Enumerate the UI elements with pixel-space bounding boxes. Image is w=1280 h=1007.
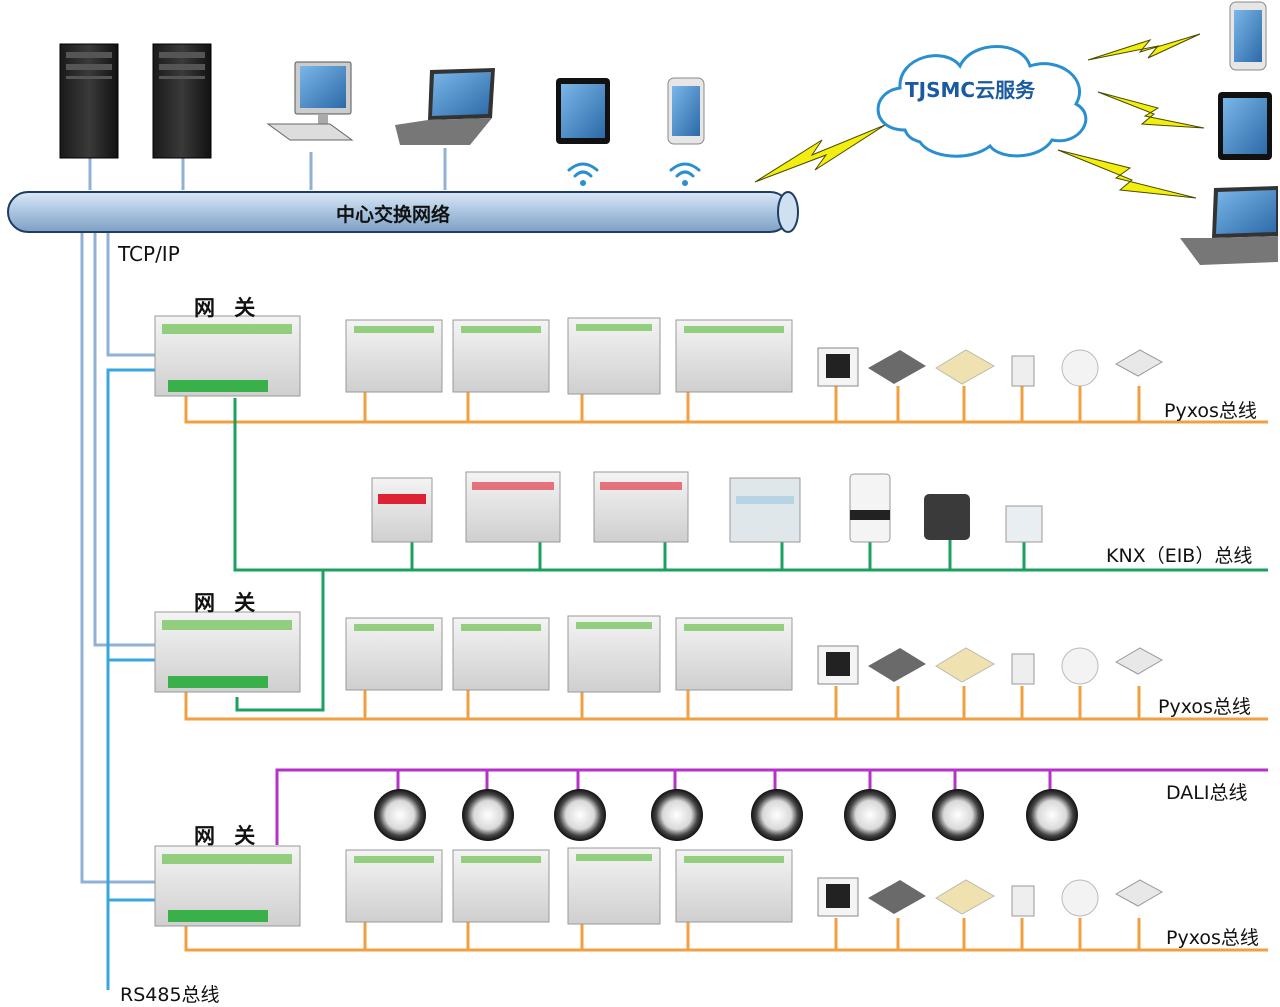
- knx-bus-label: KNX（EIB）总线: [1106, 545, 1253, 567]
- wifi-icon: [567, 162, 701, 186]
- dali-drops: [396, 770, 1052, 790]
- pyxos-row-1-modules: [345, 317, 1164, 395]
- remote-laptop: [1180, 186, 1278, 265]
- laptop-1: [395, 68, 495, 145]
- pyxos-bus-1-label: Pyxos总线: [1164, 400, 1257, 422]
- knx-drops: [410, 540, 1026, 570]
- dali-lamps: [374, 789, 1078, 841]
- knx-devices: [371, 471, 1043, 543]
- pyxos-bus-3-label: Pyxos总线: [1166, 927, 1259, 949]
- lightning-bolts: [754, 33, 1205, 199]
- pyxos-bus-2-label: Pyxos总线: [1158, 696, 1251, 718]
- gateway-module-2: [154, 611, 301, 693]
- server-tower-2: [152, 43, 212, 159]
- rs485-bus-label: RS485总线: [120, 984, 220, 1006]
- desktop-computer: [266, 61, 354, 141]
- bus-lines: [184, 388, 1268, 952]
- gateway-2-label: 网 关: [194, 591, 262, 615]
- smartphone-1: [667, 77, 705, 145]
- pyxos-row-3-modules: [345, 847, 1164, 925]
- cloud-label: TJSMC云服务: [905, 78, 1036, 102]
- rs485-lines: [106, 368, 155, 990]
- tcp-ip-lines: [80, 148, 447, 884]
- gateway-3-label: 网 关: [194, 824, 262, 848]
- remote-smartphone: [1229, 1, 1267, 71]
- gateway-1-label: 网 关: [194, 296, 262, 320]
- backbone-label: 中心交换网络: [336, 204, 451, 226]
- cloud-shape: [876, 45, 1088, 158]
- tablet-1: [556, 78, 610, 144]
- gateway-module-1: [154, 315, 301, 397]
- pyxos-row-2-modules: [345, 615, 1164, 693]
- gateway-module-3: [154, 845, 301, 927]
- backbone-pipe: [7, 191, 799, 233]
- tcp-ip-label: TCP/IP: [118, 242, 180, 266]
- server-tower-1: [59, 43, 119, 159]
- remote-tablet: [1218, 92, 1272, 160]
- dali-bus-label: DALI总线: [1166, 782, 1248, 804]
- pyxos-drops: [363, 386, 1141, 950]
